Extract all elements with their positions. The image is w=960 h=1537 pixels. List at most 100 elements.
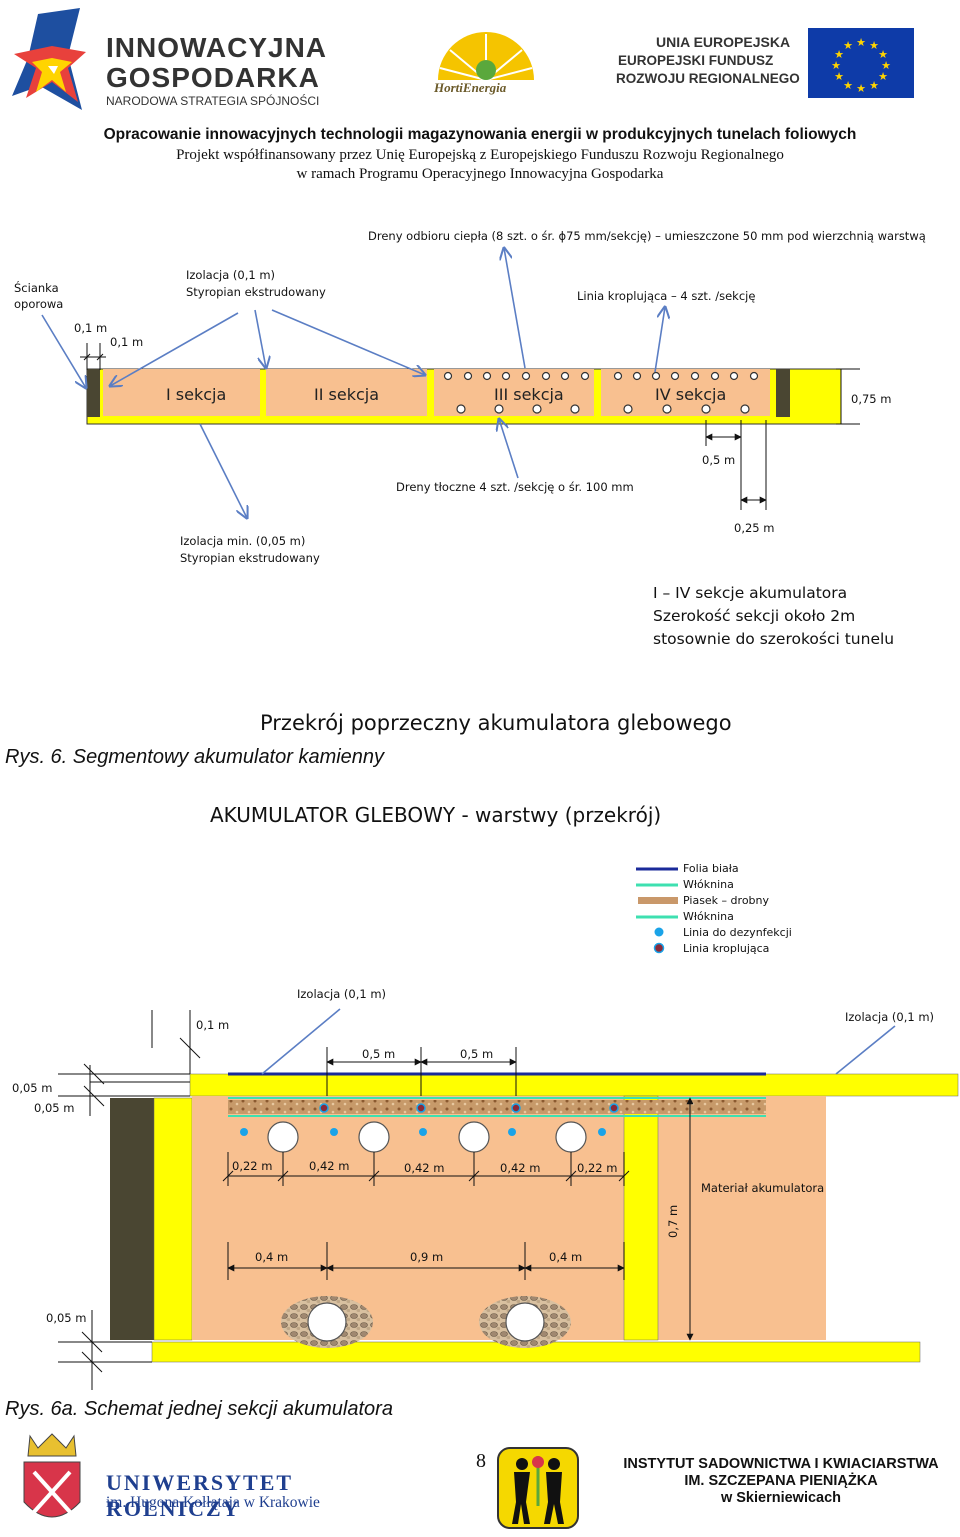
header-line3: w ramach Programu Operacyjnego Innowacyj… <box>296 166 664 182</box>
accumulator-material <box>192 1096 624 1340</box>
ue-line1: UNIA EUROPEJSKA <box>656 34 791 50</box>
svg-text:★: ★ <box>869 79 879 92</box>
retaining-wall <box>87 369 100 417</box>
figure2-diagram <box>58 1008 959 1390</box>
svg-text:★: ★ <box>878 48 888 61</box>
eu-flag-icon: ★★★★ ★★★★ ★★★★ <box>808 28 914 98</box>
heat-drain <box>463 371 473 381</box>
heat-drains-label: Dreny odbioru ciepła (8 szt. o śr. ϕ75 m… <box>368 229 926 243</box>
fig2-dim-05b: 0,5 m <box>460 1047 494 1061</box>
ig-star-icon <box>12 8 86 110</box>
insulation-label-2: Styropian ekstrudowany <box>186 285 326 299</box>
svg-text:★: ★ <box>869 39 879 52</box>
heat-drain <box>651 371 661 381</box>
svg-text:★: ★ <box>856 82 866 95</box>
drip-lines <box>319 1103 619 1113</box>
section-ii <box>266 369 427 416</box>
divider-insulation <box>623 1095 659 1341</box>
fig2-dim-005a: 0,05 m <box>12 1081 53 1095</box>
heat-drain <box>443 371 453 381</box>
legend-fleece-1: Włóknina <box>683 878 734 891</box>
figure1-subtitle: Przekrój poprzeczny akumulatora gleboweg… <box>260 711 732 735</box>
fig2-insulation-right: Izolacja (0,1 m) <box>845 1010 935 1024</box>
section-i-label: I sekcja <box>166 385 227 404</box>
pressure-drain <box>662 404 672 414</box>
wall-label-1: Ścianka <box>14 281 59 295</box>
legend-sand: Piasek – drobny <box>683 894 770 907</box>
pressure-drains-label: Dreny tłoczne 4 szt. /sekcję o śr. 100 m… <box>396 480 634 494</box>
heat-drain <box>521 371 531 381</box>
pressure-drain <box>494 404 504 414</box>
legend-drip-line: Linia kroplująca <box>683 942 770 955</box>
fig2-dim-04b: 0,4 m <box>549 1250 583 1264</box>
ig-line2: GOSPODARKA <box>106 62 320 93</box>
hortienergia-logo: HortiEnergia <box>430 28 542 100</box>
min-insulation-1: Izolacja min. (0,05 m) <box>180 534 306 548</box>
heat-drain <box>729 371 739 381</box>
figure2-title: AKUMULATOR GLEBOWY - warstwy (przekrój) <box>210 803 662 827</box>
crest-icon <box>23 1433 81 1518</box>
institute-line1: INSTYTUT SADOWNICTWA I KWIACIARSTWA <box>623 1456 939 1472</box>
institute-line2: IM. SZCZEPANA PIENIĄŻKA <box>684 1473 878 1489</box>
dim-01b: 0,1 m <box>110 335 144 349</box>
fig2-dim-042a: 0,42 m <box>309 1159 350 1173</box>
insulation-label-1: Izolacja (0,1 m) <box>186 268 276 282</box>
institute-logo <box>496 1446 580 1530</box>
heat-drain <box>749 371 759 381</box>
fig2-dim-005c: 0,05 m <box>46 1311 87 1325</box>
ig-line1: INNOWACYJNA <box>106 32 328 63</box>
section-i <box>103 369 260 416</box>
innowacyjna-gospodarka-logo: INNOWACYJNA GOSPODARKA NARODOWA STRATEGI… <box>8 6 368 110</box>
document-title: Opracowanie innowacyjnych technologii ma… <box>103 126 857 143</box>
section-iv-label: IV sekcja <box>655 385 727 404</box>
fig2-dim-042b: 0,42 m <box>404 1161 445 1175</box>
ur-line1: UNIWERSYTET ROLNICZY <box>106 1470 293 1521</box>
fig2-dim-05a: 0,5 m <box>362 1047 396 1061</box>
fig2-dim-07: 0,7 m <box>666 1204 680 1238</box>
heat-drain <box>560 371 570 381</box>
fig2-dim-01: 0,1 m <box>196 1018 230 1032</box>
min-insulation-2: Styropian ekstrudowany <box>180 551 320 565</box>
header-line2: Projekt współfinansowany przez Unię Euro… <box>176 147 784 163</box>
figure1-caption: Rys. 6. Segmentowy akumulator kamienny <box>5 746 385 768</box>
heat-drain <box>710 371 720 381</box>
university-logo: UNIWERSYTET ROLNICZY im. Hugona Kołłątaj… <box>20 1432 420 1532</box>
svg-text:★: ★ <box>881 59 891 72</box>
fig2-dim-005b: 0,05 m <box>34 1101 75 1115</box>
ur-line2: im. Hugona Kołłątaja w Krakowie <box>106 1494 320 1511</box>
svg-text:★: ★ <box>878 70 888 83</box>
pressure-drain <box>532 404 542 414</box>
fig2-dim-022b: 0,22 m <box>577 1161 618 1175</box>
ue-line2: EUROPEJSKI FUNDUSZ <box>618 53 774 68</box>
fig2-material-label: Materiał akumulatora <box>701 1181 825 1195</box>
heat-drains <box>443 371 759 381</box>
institute-line3: w Skierniewicach <box>720 1490 842 1506</box>
heat-drain <box>580 371 590 381</box>
note-1: I – IV sekcje akumulatora <box>653 584 848 602</box>
wall-label-2: oporowa <box>14 297 64 311</box>
section-ii-label: II sekcja <box>314 385 380 404</box>
pressure-pipe-right <box>505 1302 545 1342</box>
top-insulation <box>189 1073 959 1097</box>
legend-fleece-2: Włóknina <box>683 910 734 923</box>
svg-text:★: ★ <box>831 59 841 72</box>
eu-logo: UNIA EUROPEJSKA EUROPEJSKI FUNDUSZ ROZWO… <box>612 28 917 100</box>
pressure-drain <box>740 404 750 414</box>
drip-line-label: Linia kroplująca – 4 szt. /sekcję <box>577 289 756 303</box>
dim-01a: 0,1 m <box>74 321 108 335</box>
fig2-dim-09: 0,9 m <box>410 1250 444 1264</box>
legend-white-foil: Folia biała <box>683 862 739 875</box>
dim-075: 0,75 m <box>851 392 892 406</box>
legend-swatches <box>636 867 678 954</box>
heat-drain <box>690 371 700 381</box>
legend-disinfection-line: Linia do dezynfekcji <box>683 926 792 939</box>
heat-drain <box>541 371 551 381</box>
retaining-wall-2 <box>110 1098 154 1340</box>
heat-drain-pipes <box>267 1121 587 1153</box>
fig2-dim-04a: 0,4 m <box>255 1250 289 1264</box>
dim-05: 0,5 m <box>702 453 736 467</box>
note-2: Szerokość sekcji około 2m <box>653 607 856 625</box>
figure1-diagram <box>41 0 860 700</box>
heat-drain <box>613 371 623 381</box>
heat-drain <box>670 371 680 381</box>
